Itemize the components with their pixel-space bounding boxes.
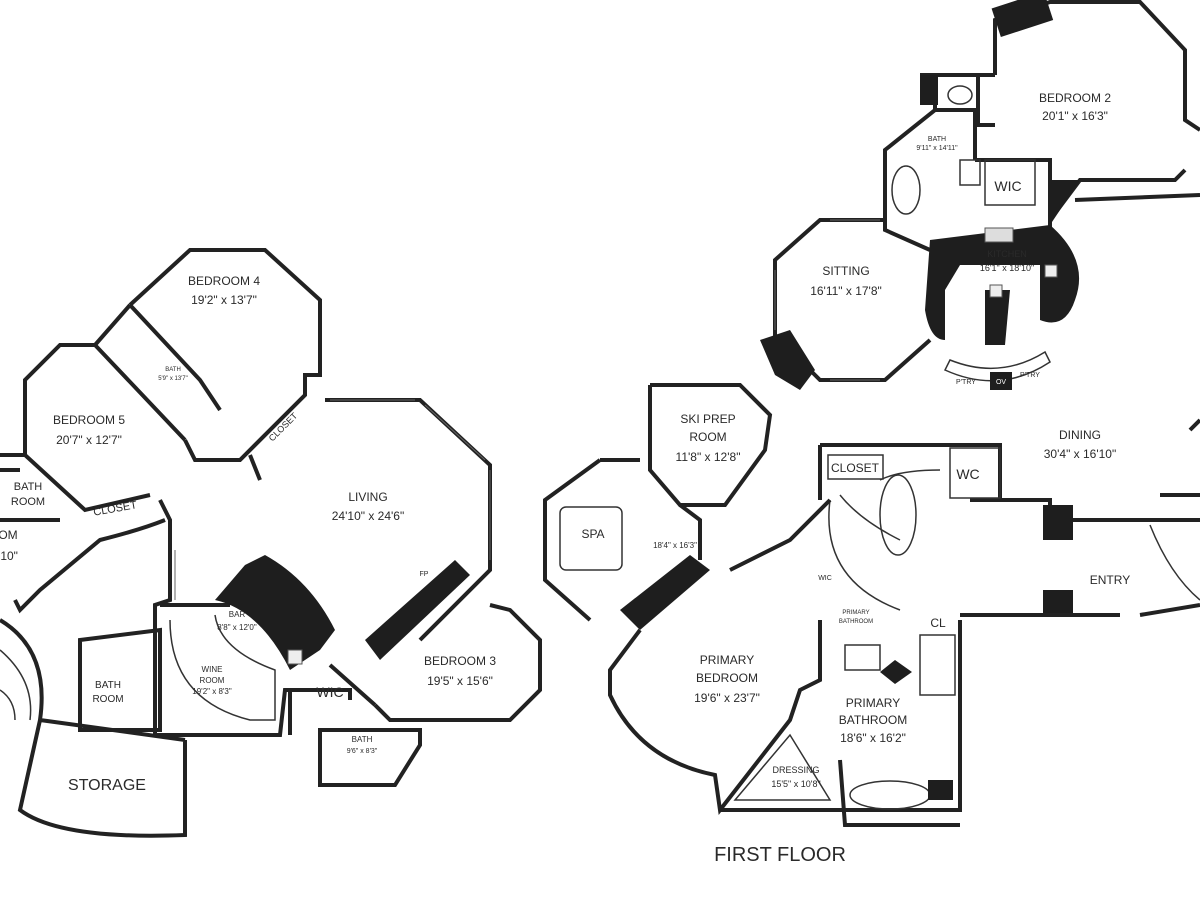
room-size: 30'4" x 16'10" [1044, 447, 1117, 461]
room-size: 15'5" x 10'8" [771, 779, 820, 789]
room-name: WIC [994, 178, 1021, 194]
room-size: 20'7" x 12'7" [56, 433, 122, 447]
room-name: SKI PREP [680, 412, 735, 426]
room-name: OM [0, 528, 18, 542]
room-size: 20'1" x 16'3" [1042, 109, 1108, 123]
room-name: BATH [165, 367, 181, 373]
floor-title: FIRST FLOOR [714, 844, 846, 866]
room-name: STORAGE [68, 777, 146, 794]
room-name: BEDROOM [696, 671, 758, 685]
room-name: PRIMARY [842, 610, 869, 616]
room-name: BEDROOM 5 [53, 413, 125, 427]
room-name: LIVING [348, 490, 387, 504]
room-name: WINE [202, 665, 223, 674]
fireplace-label: FP [420, 571, 429, 578]
room-size: 24'10" x 24'6" [332, 509, 405, 523]
left-wing-walls [0, 248, 542, 838]
right-wing-walls [543, 0, 1200, 827]
room-name: BEDROOM 2 [1039, 91, 1111, 105]
room-name: BATH [928, 136, 946, 143]
room-name: CLOSET [831, 461, 880, 475]
room-size: 19'5" x 15'6" [427, 674, 493, 688]
room-name: WIC [818, 575, 832, 582]
room-name: PRIMARY [846, 696, 900, 710]
room-name: BATHROOM [839, 713, 907, 727]
room-name: BATH [14, 481, 43, 493]
room-name: BEDROOM 4 [188, 274, 260, 288]
room-name: P'TRY [1020, 372, 1040, 379]
room-name: DINING [1059, 428, 1101, 442]
room-size: 18'4" x 16'3" [653, 541, 697, 550]
room-name: ROOM [11, 496, 45, 508]
room-name: BATH [352, 735, 373, 744]
room-size: '10" [0, 549, 18, 563]
room-size: 18'6" x 16'2" [840, 731, 906, 745]
room-size: 5'9" x 13'7" [158, 376, 188, 382]
room-size: 16'11" x 17'8" [810, 284, 882, 298]
room-name: WIC [316, 684, 343, 700]
room-name: PRIMARY [700, 653, 754, 667]
room-size: 9'11" x 14'11" [916, 145, 958, 152]
room-size: 19'2" x 13'7" [191, 293, 257, 307]
room-name: DRESSING [772, 765, 819, 775]
room-name: ROOM [689, 430, 726, 444]
room-name: BATHROOM [839, 619, 873, 625]
room-name: CL [930, 616, 946, 630]
room-name: OV [996, 379, 1006, 386]
room-name: ROOM [200, 676, 225, 685]
room-name: KITCHEN [987, 249, 1027, 259]
room-size: 9'6" x 8'3" [347, 748, 378, 755]
room-name: P'TRY [956, 379, 976, 386]
room-size: 19'6" x 23'7" [694, 691, 760, 705]
room-name: WC [956, 466, 979, 482]
room-name: SPA [581, 527, 604, 541]
room-size: 11'8" x 12'8" [676, 450, 741, 464]
room-name: BAR [229, 610, 246, 619]
room-labels: BEDROOM 2 20'1" x 16'3" BATH 9'11" x 14'… [0, 91, 1130, 866]
room-name: SITTING [822, 264, 869, 278]
room-size: 8'8" x 12'0" [217, 623, 257, 632]
room-name: BEDROOM 3 [424, 654, 496, 668]
room-name: CLOSET [92, 499, 138, 519]
room-name: ROOM [92, 694, 123, 705]
room-name: BATH [95, 680, 121, 691]
room-name: ENTRY [1090, 573, 1130, 587]
room-size: 16'1" x 18'10" [980, 263, 1034, 273]
room-size: 19'2" x 8'3" [192, 687, 232, 696]
